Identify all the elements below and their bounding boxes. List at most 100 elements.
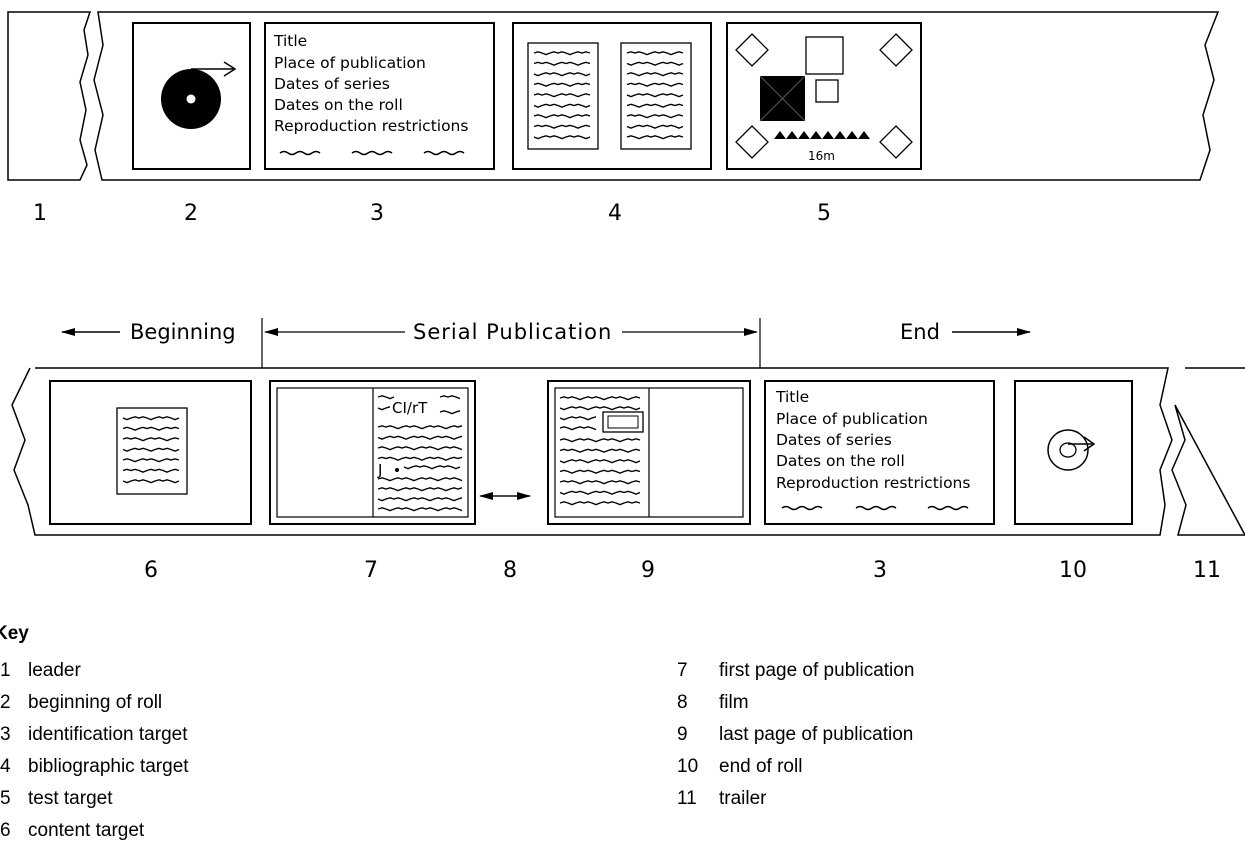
scribble-line [533,72,591,77]
scribble-line [533,93,591,98]
callout-number: 10 [1059,558,1087,583]
arrow-icon [1083,436,1096,452]
scribble-line [559,501,641,506]
scribble-line [377,456,463,461]
text-lines-scribble [122,416,180,484]
callout-number: 7 [364,558,378,583]
scribble-line [626,135,684,140]
scribble-line [377,487,463,492]
frame-content-target [49,380,252,525]
callout-number: 2 [184,201,198,226]
text-lines-scribble [559,416,597,431]
scribble-line [122,416,180,421]
section-label-beginning: Beginning [130,320,236,344]
scribble-line [377,507,463,512]
leader-segment [7,11,92,181]
callout-number: 3 [873,558,887,583]
key-label: leader [28,660,81,681]
section-label-end: End [900,320,940,344]
scribble-line [626,124,684,129]
callout-number: 5 [817,201,831,226]
key-label: end of roll [719,756,803,777]
scribble-line [533,61,591,66]
key-label: test target [28,788,113,809]
scribble-line [626,114,684,119]
top-film-strip [7,11,1220,181]
scribble-line [559,406,641,411]
key-item: 5 test target [0,788,189,820]
key-item: 11 trailer [677,788,914,820]
scribble-line [377,425,463,430]
key-number: 2 [0,692,11,713]
key-number: 5 [0,788,11,809]
frame-first-page: CI/rT J [269,380,476,525]
callout-number: 8 [503,558,517,583]
film-strip-top [93,11,1220,181]
scribble-line [377,477,463,482]
scribble-line [559,490,641,495]
callout-number: 1 [33,201,47,226]
key-item: 9 last page of publication [677,724,914,756]
key-title: Key [0,623,29,644]
target-line: Dates on the roll [274,96,403,114]
scribble-line [533,135,591,140]
scribble-line [626,61,684,66]
scribble-line [122,458,180,463]
scribble-line [533,114,591,119]
target-line: Place of publication [274,54,426,72]
scribble-line [559,448,641,453]
scribble-line [403,465,461,470]
scribble-line [626,103,684,108]
scribble-line [626,82,684,87]
bottom-numbers: 6 7 8 9 3 10 11 [144,558,1221,583]
callout-number: 4 [608,201,622,226]
scribble-line [559,426,597,431]
text-lines-scribble [533,51,591,140]
callout-number: 11 [1193,558,1221,583]
key-label: last page of publication [719,724,914,745]
text-lines-scribble [559,438,641,506]
svg-text:J: J [377,461,382,479]
key-number: 3 [0,724,11,745]
test-target-label: 16m [808,149,835,163]
callout-number: 6 [144,558,158,583]
target-line: Reproduction restrictions [274,117,468,135]
scribble-line [122,426,180,431]
frame-last-page [547,380,751,525]
scribble-line [122,479,180,484]
text-lines-scribble [377,477,463,512]
frame-beginning-of-roll [132,22,251,170]
key-item: 2 beginning of roll [0,692,189,724]
scribble-line [122,437,180,442]
key-number: 8 [677,692,688,713]
frame-end-of-roll [1014,380,1133,525]
key-label: beginning of roll [28,692,163,713]
key-number: 6 [0,820,11,841]
key-label: trailer [719,788,767,809]
scribble-line [559,459,641,464]
text-lines-scribble [377,395,395,400]
scribble-line [626,72,684,77]
key-number: 9 [677,724,688,745]
text-lines-scribble [403,465,461,470]
key-number: 7 [677,660,688,681]
bottom-film-strip [11,367,1245,536]
top-numbers: 1 2 3 4 5 [33,201,831,226]
target-line: Reproduction restrictions [776,474,970,492]
text-lines-scribble [377,406,391,411]
scribble-line [122,447,180,452]
scribble-line [439,410,461,415]
callout-number: 9 [641,558,655,583]
target-line: Place of publication [776,410,928,428]
scribble-line [626,93,684,98]
scribble-line [533,82,591,87]
scribble-line [559,416,597,421]
scribble-line [626,51,684,56]
text-lines-scribble [377,425,463,461]
key-number: 11 [677,788,697,809]
frame-bibliographic-target [512,22,712,170]
